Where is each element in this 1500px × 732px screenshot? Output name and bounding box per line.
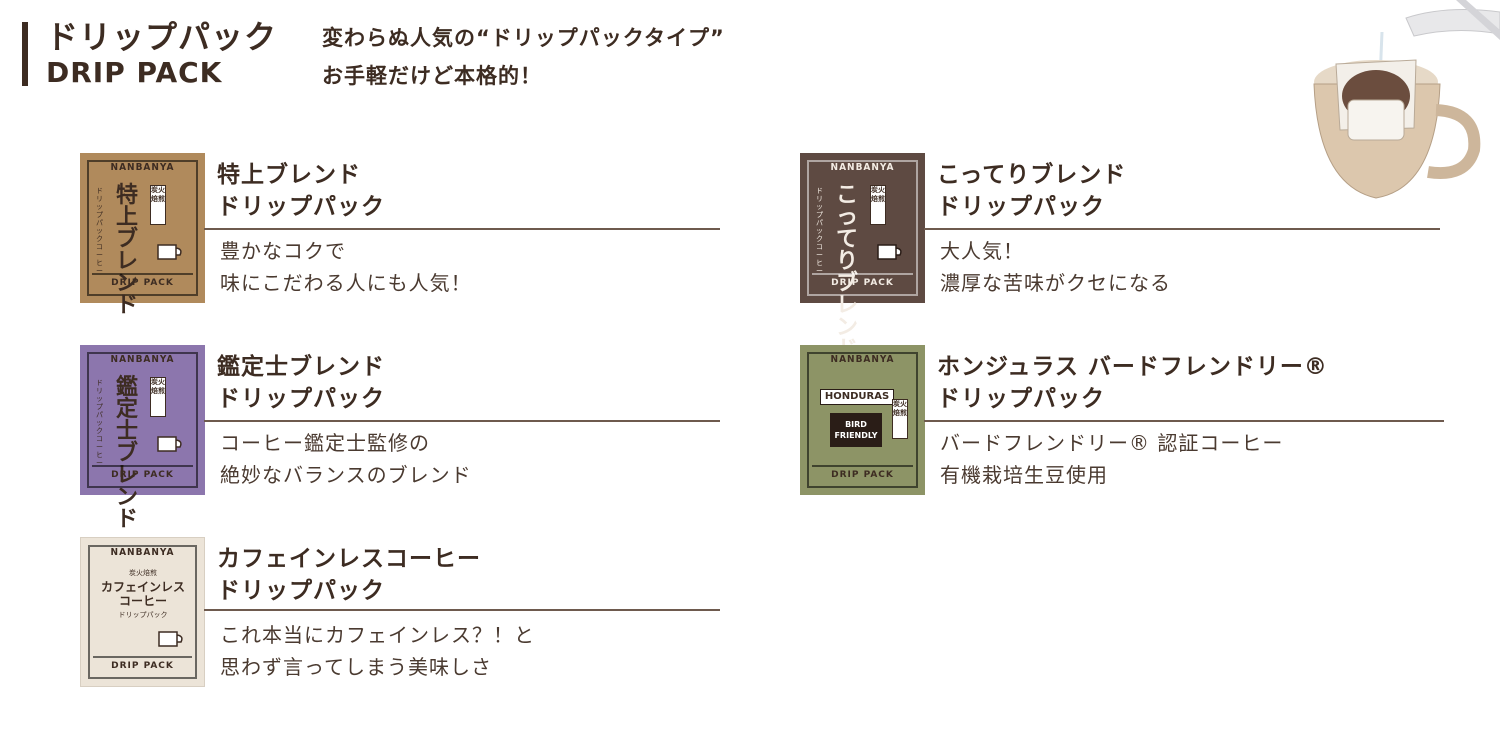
page-title: ドリップパック: [46, 18, 278, 56]
package-subtitle: ドリップパック: [118, 611, 168, 619]
divider: [204, 420, 720, 422]
page-title-english: DRIP PACK: [46, 56, 223, 89]
package-brand: NANBANYA: [110, 354, 175, 365]
package-subtitle: ドリップパックコーヒー: [96, 379, 103, 467]
product-description-2: 絶妙なバランスのブレンド: [220, 463, 472, 487]
package-seal: 炭火焙煎: [150, 185, 166, 225]
product-description-1: 豊かなコクで: [220, 239, 346, 263]
divider: [924, 228, 1440, 230]
product-title-line-2: ドリップパック: [937, 194, 1105, 220]
product-title: カフェインレスコーヒー: [217, 546, 481, 572]
package-seal: 炭火焙煎: [870, 185, 886, 225]
coffee-pot-icon: [154, 429, 184, 455]
package-brand: NANBANYA: [830, 162, 895, 173]
product-description-2: 有機栽培生豆使用: [940, 463, 1108, 487]
package-name: 特上ブレンド: [115, 183, 138, 318]
package-footer: DRIP PACK: [812, 465, 913, 483]
package-footer: DRIP PACK: [92, 465, 193, 483]
product-title-line-2: ドリップパック: [217, 194, 385, 220]
package-footer: DRIP PACK: [92, 273, 193, 291]
package-name: カフェインレスコーヒー: [100, 580, 185, 608]
package-brand: NANBANYA: [110, 162, 175, 173]
product-package-image: NANBANYA ドリップパックコーヒー 特上ブレンド 炭火焙煎 DRIP PA…: [80, 153, 205, 317]
product-title: 鑑定士ブレンド: [217, 354, 385, 380]
package-seal: 炭火焙煎: [892, 399, 908, 439]
package-name: HONDURAS: [820, 389, 894, 405]
product-package-image: NANBANYA ドリップパックコーヒー こってりブレンド 炭火焙煎 DRIP …: [800, 153, 925, 361]
product-title: ホンジュラス バードフレンドリー®: [937, 354, 1328, 380]
coffee-pot-icon: [874, 237, 904, 263]
package-footer: DRIP PACK: [812, 273, 913, 291]
drip-cup-photo: [1296, 0, 1500, 220]
product-package-image: NANBANYA ドリップパックコーヒー 鑑定士ブレンド 炭火焙煎 DRIP P…: [80, 345, 205, 531]
product-title: 特上ブレンド: [217, 162, 361, 188]
product-description-1: コーヒー鑑定士監修の: [220, 431, 430, 455]
product-description-2: 思わず言ってしまう美味しさ: [220, 655, 492, 679]
product-title-line-2: ドリップパック: [217, 386, 385, 412]
package-brand: NANBANYA: [830, 354, 895, 365]
tagline-line-1: 変わらぬ人気の“ドリップパックタイプ”: [322, 26, 725, 50]
package-subtitle: ドリップパックコーヒー: [96, 187, 103, 275]
package-name: 鑑定士ブレンド: [115, 375, 138, 532]
package-subtitle: BIRD FRIENDLY: [830, 413, 882, 447]
package-footer: DRIP PACK: [93, 656, 192, 674]
product-title: こってりブレンド: [937, 162, 1127, 188]
package-brand: NANBANYA: [110, 547, 175, 558]
header-accent-bar: [22, 22, 28, 86]
product-description-1: バードフレンドリー® 認証コーヒー: [940, 431, 1284, 455]
package-subtitle: ドリップパックコーヒー: [816, 187, 823, 275]
product-description-1: これ本当にカフェインレス？！と: [220, 623, 535, 647]
divider: [924, 420, 1444, 422]
product-package-image: NANBANYA HONDURAS BIRD FRIENDLY 炭火焙煎 DRI…: [800, 345, 925, 495]
tagline-line-2: お手軽だけど本格的！: [322, 64, 542, 88]
package-seal: 炭火焙煎: [150, 377, 166, 417]
product-description-2: 濃厚な苦味がクセになる: [940, 271, 1171, 295]
divider: [204, 609, 720, 611]
product-description-2: 味にこだわる人にも人気！: [220, 271, 472, 295]
divider: [204, 228, 720, 230]
product-title-line-2: ドリップパック: [217, 578, 385, 604]
coffee-pot-icon: [154, 237, 184, 263]
coffee-pot-icon: [155, 624, 185, 650]
product-title-line-2: ドリップパック: [937, 386, 1105, 412]
package-seal: 炭火焙煎: [129, 569, 157, 577]
product-package-image: NANBANYA 炭火焙煎 カフェインレスコーヒー ドリップパック DRIP P…: [80, 537, 205, 687]
product-description-1: 大人気！: [940, 239, 1024, 263]
